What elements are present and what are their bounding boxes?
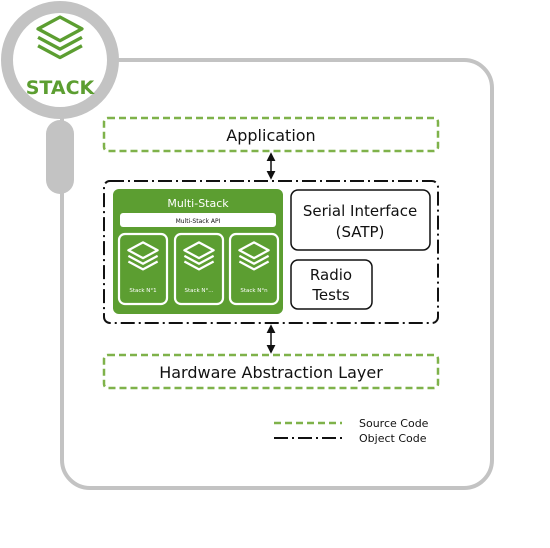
stack-card-1 <box>117 232 169 306</box>
multi-stack-api-label: Multi-Stack API <box>176 218 221 225</box>
hal-label: Hardware Abstraction Layer <box>159 363 383 382</box>
legend-source-label: Source Code <box>359 417 429 430</box>
object-code-block <box>103 180 439 324</box>
stack-label-1: Stack N°1 <box>129 288 156 294</box>
serial-interface-box <box>290 189 431 251</box>
legend-object-label: Object Code <box>359 432 427 445</box>
serial-interface-line1: Serial Interface <box>303 202 417 220</box>
application-box <box>102 116 440 153</box>
legend: Source Code Object Code <box>274 417 429 445</box>
radio-tests-line1: Radio <box>310 266 352 284</box>
stack-card-n <box>228 232 280 306</box>
stack-label-n: Stack N°n <box>240 288 268 294</box>
radio-tests-line2: Tests <box>311 286 350 304</box>
application-label: Application <box>226 126 315 145</box>
multi-stack-title: Multi-Stack <box>167 197 229 210</box>
stack-card-2 <box>173 232 225 306</box>
hal-box <box>102 353 440 390</box>
logo-label: STACK <box>26 77 96 99</box>
radio-tests-box <box>290 259 373 310</box>
outer-frame <box>60 58 494 490</box>
magnifier-handle <box>46 120 74 194</box>
magnifier-lens <box>1 1 119 119</box>
stack-label-2: Stack N°... <box>184 288 213 294</box>
multi-stack-api-box <box>120 213 276 227</box>
serial-interface-line2: (SATP) <box>336 223 385 241</box>
